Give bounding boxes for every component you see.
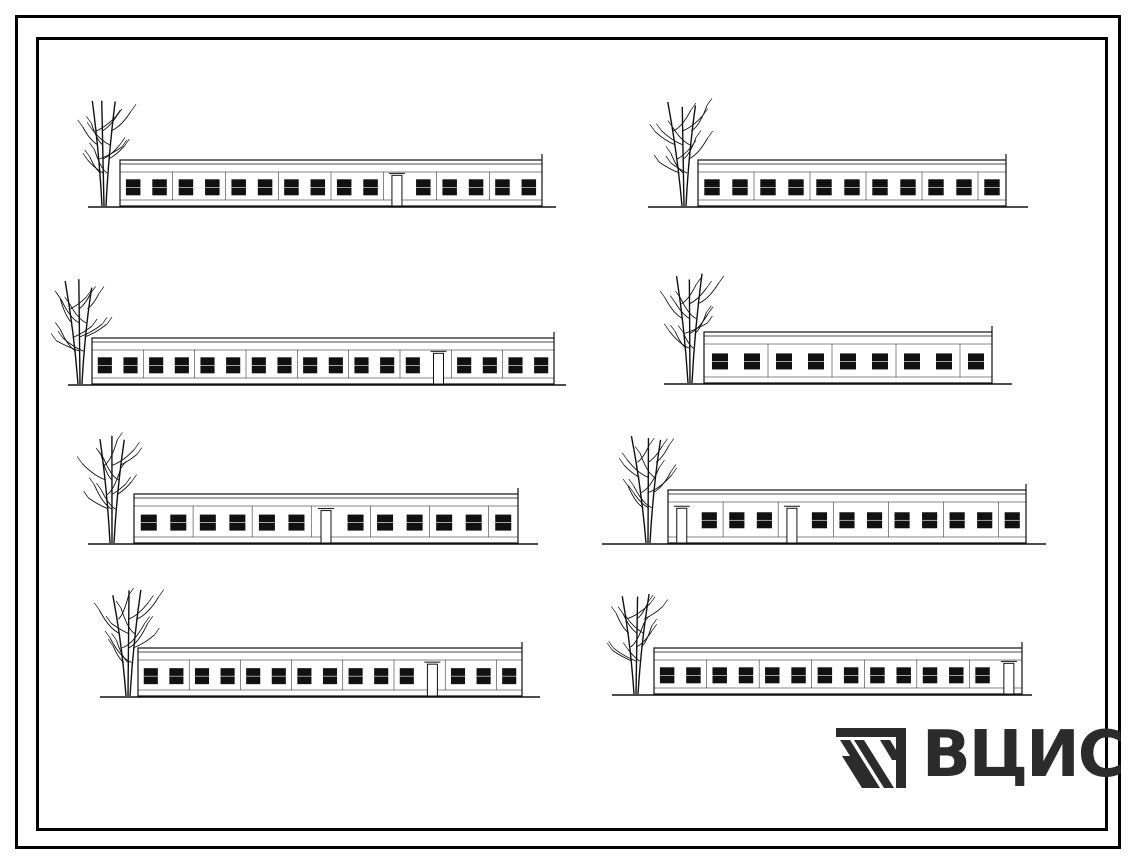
building-wall xyxy=(91,337,555,385)
tp-emblem-icon xyxy=(836,728,906,788)
door xyxy=(676,507,688,544)
elevation-1 xyxy=(77,100,556,208)
door xyxy=(426,663,438,697)
elevation-8 xyxy=(607,593,1032,696)
door xyxy=(1003,662,1015,695)
elevation-4 xyxy=(659,273,1012,385)
tree xyxy=(607,593,668,695)
elevation-6 xyxy=(602,436,1046,545)
elevation-7 xyxy=(93,587,540,698)
door xyxy=(786,507,798,544)
tree xyxy=(93,587,165,697)
tree xyxy=(618,436,678,544)
logo-wordmark: ВЦИС xyxy=(922,718,1125,792)
tree xyxy=(77,100,137,207)
outer-frame xyxy=(15,15,1121,849)
tree xyxy=(649,98,713,207)
tree xyxy=(76,432,143,544)
building-wall xyxy=(653,647,1023,695)
vcis-logo: ВЦИС xyxy=(836,720,1125,792)
door xyxy=(433,352,444,385)
door xyxy=(391,174,403,207)
tree xyxy=(659,273,725,384)
elevation-3 xyxy=(50,279,566,386)
door xyxy=(320,510,332,544)
elevation-2 xyxy=(648,98,1028,208)
tree xyxy=(50,279,113,385)
elevation-5 xyxy=(76,432,538,545)
inner-frame xyxy=(36,37,1108,831)
